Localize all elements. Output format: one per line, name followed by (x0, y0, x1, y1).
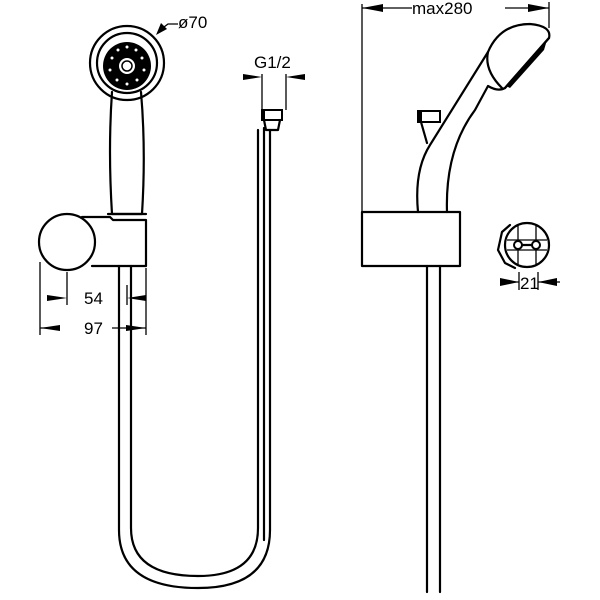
holder-side (360, 210, 462, 268)
hose-connector (261, 109, 283, 132)
dim-holder-depth-label: 54 (84, 289, 103, 308)
dim-holder-projection-label: 97 (84, 319, 103, 338)
dimension-thread: G1/2 (243, 53, 305, 110)
dim-head-diameter-label: ø70 (178, 13, 207, 32)
side-view: max280 21 (360, 0, 560, 594)
holder-top-view (496, 221, 551, 270)
holder-front (37, 212, 148, 272)
dim-thread-label: G1/2 (254, 53, 291, 72)
handle-side (416, 22, 551, 214)
front-view: ø70 G1/2 54 97 (37, 13, 305, 590)
dimension-slot-width: 21 (500, 272, 560, 293)
side-connector (417, 110, 441, 145)
dim-max-projection-label: max280 (412, 0, 472, 18)
hose (117, 126, 272, 590)
dim-slot-width-label: 21 (520, 274, 539, 293)
dimension-head-diameter: ø70 (156, 13, 207, 35)
dimension-holder-projection: 97 (39, 262, 147, 338)
dimension-holder-depth: 54 (47, 272, 146, 308)
shower-head-side (486, 36, 551, 90)
hose-side (425, 264, 442, 594)
handle-front (108, 90, 145, 216)
dimension-max-projection: max280 (361, 0, 550, 212)
shower-head-front (88, 24, 166, 102)
